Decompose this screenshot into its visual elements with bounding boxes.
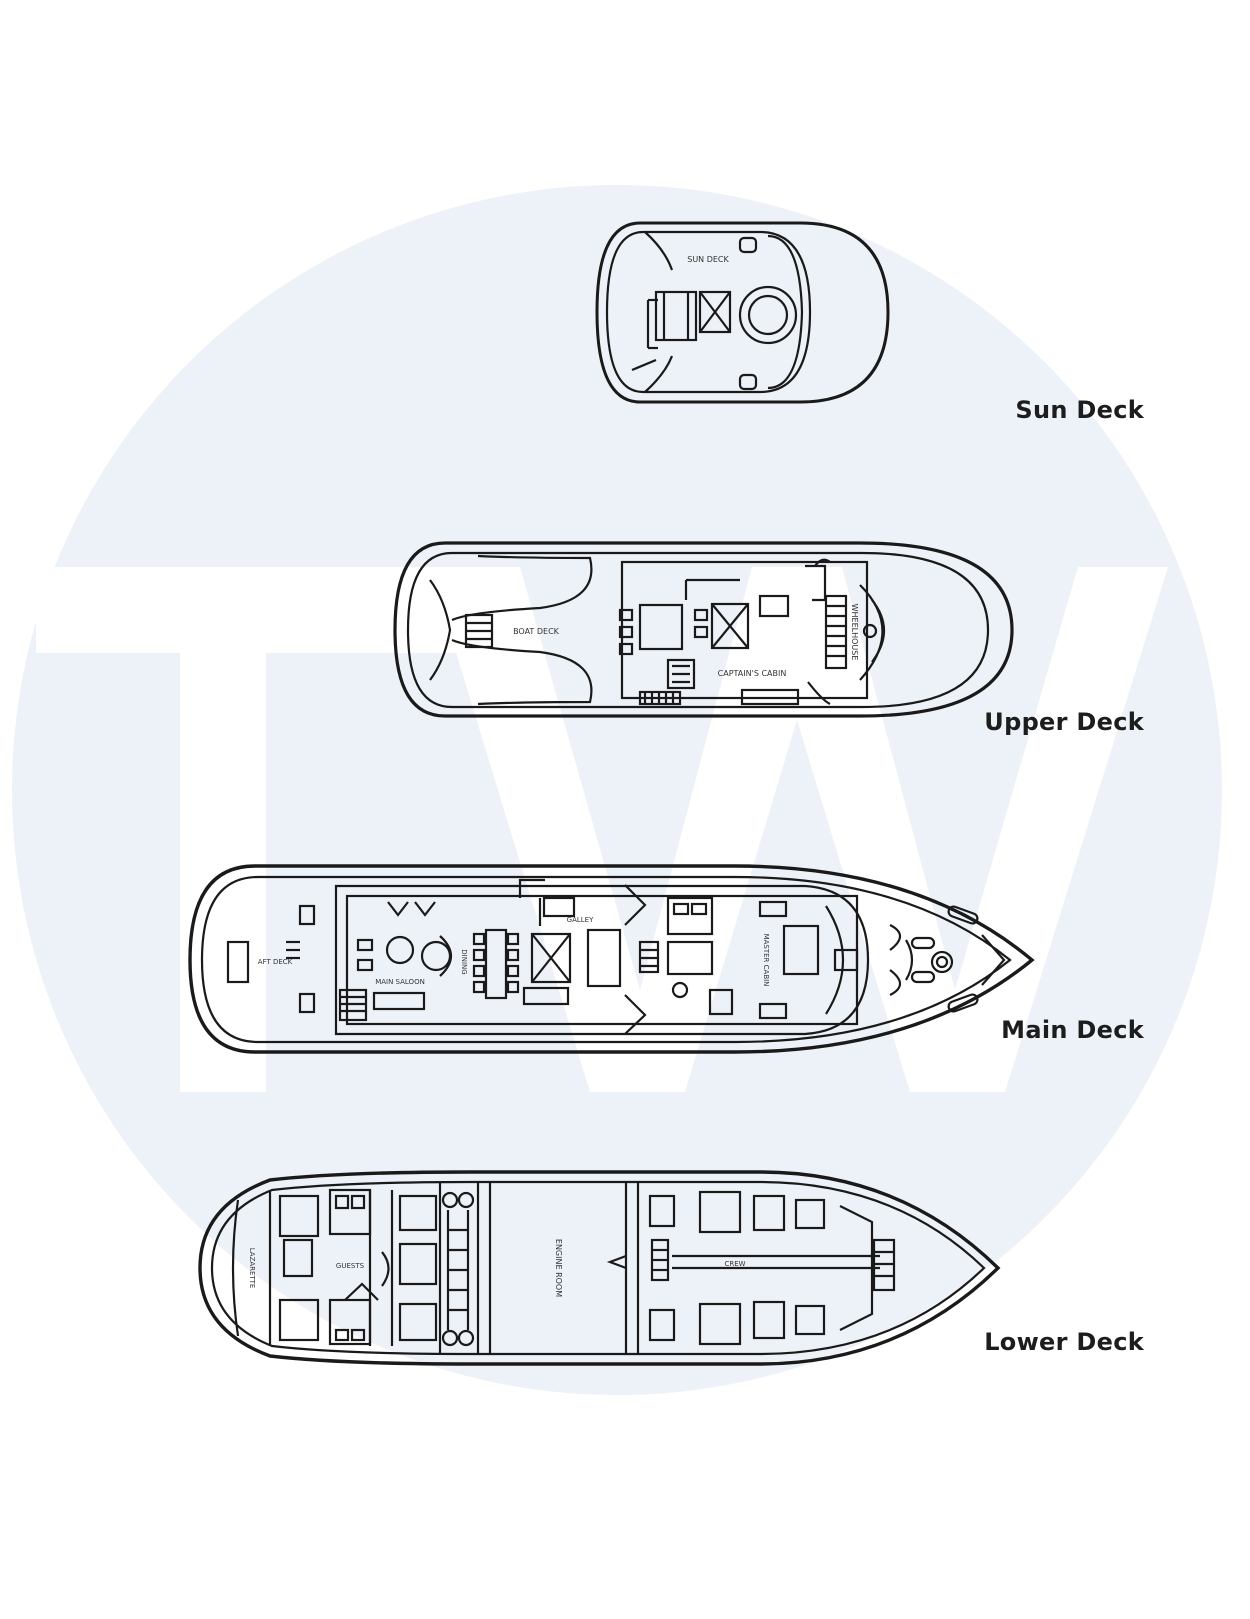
watermark	[12, 185, 1222, 1395]
engine-room-room-label: ENGINE ROOM	[554, 1239, 563, 1297]
main-saloon-room-label: MAIN SALOON	[375, 978, 425, 986]
lazarette-room-label: LAZARETTE	[248, 1248, 256, 1289]
sun-deck-label: Sun Deck	[1015, 396, 1144, 424]
watermark-circle	[12, 185, 1222, 1395]
upper-deck-label: Upper Deck	[984, 708, 1144, 736]
sun-deck-plan	[595, 221, 890, 404]
captains-cabin-room-label: CAPTAIN'S CABIN	[718, 669, 787, 678]
lower-deck-label: Lower Deck	[984, 1328, 1144, 1356]
galley-room-label: GALLEY	[567, 916, 594, 924]
lower-deck-plan	[198, 1170, 1001, 1366]
dining-room-label: DINING	[460, 949, 468, 974]
boat-deck-room-label: BOAT DECK	[513, 627, 560, 636]
main-deck-plan	[188, 864, 1035, 1054]
main-deck-label: Main Deck	[1001, 1016, 1144, 1044]
crew-room-label: CREW	[724, 1260, 745, 1268]
aft-deck-room-label: AFT DECK	[258, 958, 293, 966]
upper-deck-plan	[393, 541, 1014, 718]
upper-deck-hull	[393, 541, 1014, 718]
sun-deck-room-label: SUN DECK	[687, 255, 729, 264]
guests-room-label: GUESTS	[336, 1262, 365, 1270]
main-deck-hull	[188, 864, 1035, 1054]
master-cabin-room-label: MASTER CABIN	[762, 934, 770, 987]
lower-deck-hull	[198, 1170, 1001, 1366]
wheelhouse-room-label: WHEELHOUSE	[850, 604, 859, 661]
sun-deck-outline	[595, 221, 890, 404]
